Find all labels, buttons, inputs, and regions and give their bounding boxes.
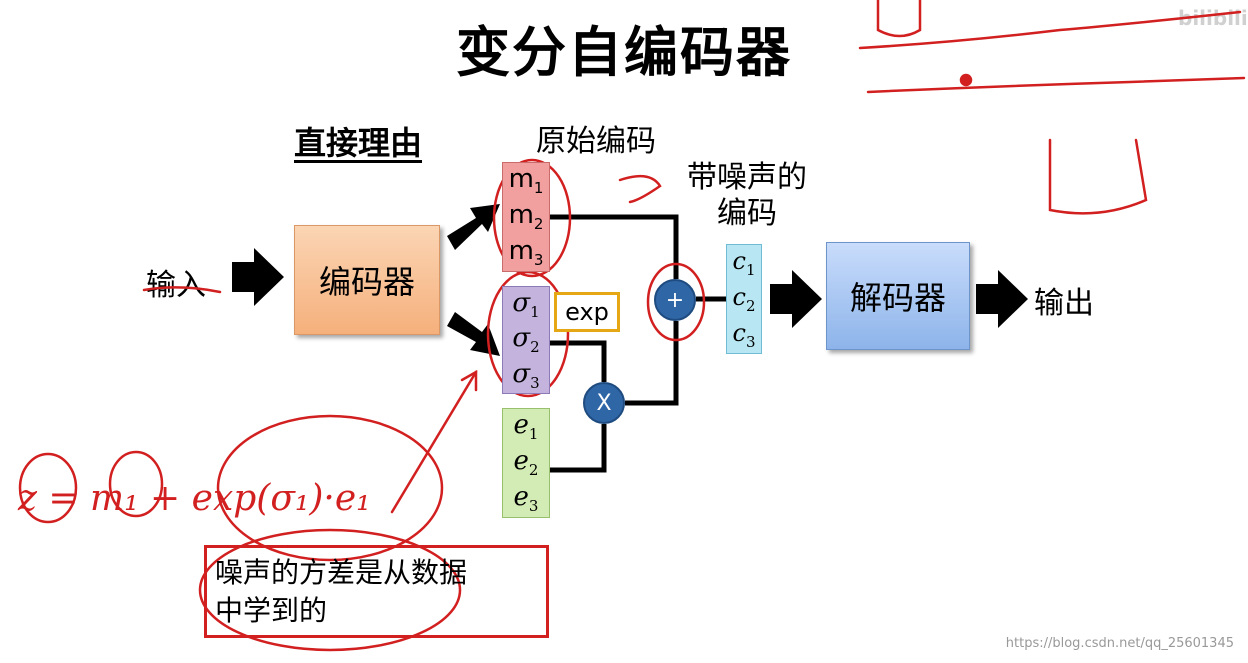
mean-item: m3	[508, 236, 544, 270]
annotation-circle-plus	[646, 262, 706, 342]
noise-to-times-wire	[550, 424, 607, 473]
handwritten-annotations	[18, 0, 1246, 652]
page-title: 变分自编码器	[456, 21, 792, 84]
annotation-arrowhead	[460, 369, 478, 392]
encoder-to-mean-arrow	[447, 204, 500, 250]
code-item: c2	[732, 283, 756, 315]
note-box: 噪声的方差是从数据 中学到的	[204, 545, 549, 638]
note-line1: 噪声的方差是从数据	[215, 556, 468, 589]
noise-column: e1 e2 e3	[502, 408, 550, 518]
annotation-sketch-noise	[618, 174, 662, 204]
annotation-circle-m1	[108, 450, 164, 518]
times-label: X	[596, 390, 612, 416]
decoder-block: 解码器	[826, 242, 970, 350]
input-label: 输入	[146, 268, 206, 303]
encoder-to-sigma-arrow	[447, 312, 500, 356]
mean-item: m2	[508, 200, 544, 234]
plus-label: +	[665, 287, 685, 313]
sigma-item: σ1	[512, 288, 540, 322]
noisy-code-label: 带噪声的 编码	[672, 160, 822, 232]
mean-item: m1	[508, 164, 544, 198]
output-label: 输出	[1034, 286, 1094, 321]
annotation-sketch-top-1	[858, 10, 1242, 50]
mean-to-plus-wire	[550, 214, 679, 279]
annotation-circle-note	[198, 528, 462, 652]
plus-node: +	[654, 279, 696, 321]
original-code-label: 原始编码	[536, 124, 656, 159]
watermark: https://blog.csdn.net/qq_25601345	[1005, 636, 1234, 651]
annotation-circle-sigma	[486, 270, 570, 398]
input-arrow	[232, 248, 284, 306]
annotation-sketch-top-4	[876, 0, 922, 38]
annotation-arrow-shaft	[390, 370, 478, 514]
annotation-underline-input	[142, 286, 222, 294]
annotation-dot	[959, 73, 973, 87]
code-item: c1	[732, 247, 756, 279]
note-line2: 中学到的	[215, 594, 328, 627]
noise-item: e2	[513, 446, 539, 480]
mean-column: m1 m2 m3	[502, 162, 550, 272]
annotation-sketch-top-3	[1048, 138, 1148, 215]
code-to-decoder-arrow	[770, 270, 822, 328]
encoder-block: 编码器	[294, 225, 440, 335]
annotation-circle-exp	[216, 414, 444, 562]
decoder-label: 解码器	[849, 279, 946, 317]
sigma-item: σ2	[512, 323, 540, 357]
times-node: X	[583, 382, 625, 424]
times-to-plus-wire	[625, 321, 679, 406]
exp-label: exp	[565, 298, 609, 326]
code-column: c1 c2 c3	[726, 244, 762, 354]
noisy-code-label-line2: 编码	[717, 196, 777, 231]
sigma-item: σ3	[512, 358, 540, 392]
handwritten-formula: z = m₁ + exp(σ₁)·e₁	[17, 478, 371, 519]
encoder-label: 编码器	[318, 263, 415, 301]
exp-box: exp	[554, 292, 620, 332]
code-item: c3	[732, 319, 756, 351]
annotation-circle-z	[18, 452, 78, 524]
noise-item: e1	[513, 410, 539, 444]
reason-heading: 直接理由	[294, 124, 423, 162]
noisy-code-label-line1: 带噪声的	[687, 160, 807, 195]
sigma-column: σ1 σ2 σ3	[502, 286, 550, 394]
output-arrow	[976, 270, 1028, 328]
annotation-circle-mean	[492, 158, 572, 278]
annotation-sketch-top-2	[866, 76, 1246, 94]
noise-item: e3	[513, 482, 539, 516]
